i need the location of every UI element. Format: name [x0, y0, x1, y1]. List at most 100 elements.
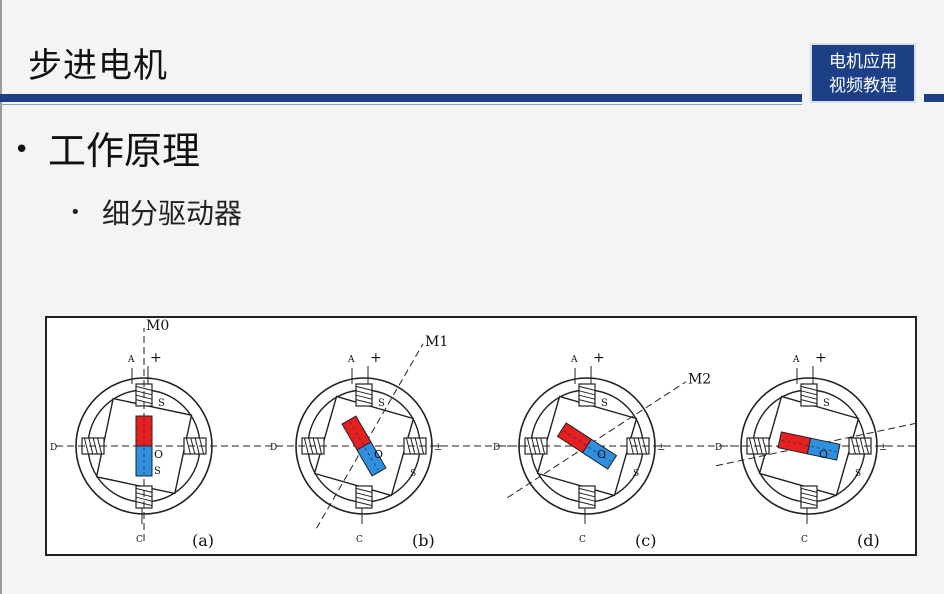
panel-caption: (b): [412, 531, 435, 550]
phase-label-pm: ±: [434, 442, 442, 453]
pole-coil-right-turn: [414, 437, 420, 455]
pole-label-s: S: [378, 398, 385, 409]
pole-coil-left-turn: [83, 437, 89, 455]
pole-coil-left-turn: [526, 437, 532, 455]
phase-label-c: C: [136, 535, 143, 545]
pole-coil-bottom-turn: [578, 496, 596, 502]
pole-coil-left-turn: [317, 437, 323, 455]
rotor-magnet: [556, 422, 618, 470]
magnetic-axis-line: [316, 343, 424, 529]
pole-label-s: S: [823, 398, 830, 409]
magnetic-axis-label: M1: [425, 334, 448, 350]
pole-coil-top-turn: [135, 385, 153, 391]
phase-label-d: D: [493, 443, 500, 453]
phase-label-a: A: [570, 355, 578, 365]
diagram-canvas: A+SDCSOM0N0(a)A+SDCS±OM1N1(b)A+SDCS±OM2N…: [50, 318, 915, 550]
pole-coil-right-turn: [859, 437, 865, 455]
pole-coil-bottom-turn: [355, 487, 373, 493]
stepper-motor-diagram: A+SDCSOM0N0(a)A+SDCS±OM1N1(b)A+SDCS±OM2N…: [45, 316, 917, 556]
panel-caption: (c): [635, 531, 656, 550]
phase-label-c: C: [579, 535, 586, 545]
magnetic-axis-label: M0: [146, 318, 169, 334]
pole-coil-bottom-turn: [800, 487, 818, 493]
pole-coil-bottom-turn: [800, 496, 818, 502]
magnetic-axis-line: [715, 422, 915, 467]
pole-label-s2: S: [633, 469, 639, 479]
pole-coil-top-turn: [578, 394, 596, 400]
motor-panel-1: [56, 328, 309, 541]
rotor-magnet: [341, 415, 387, 477]
phase-label-c: C: [356, 535, 363, 545]
phase-label-a: A: [127, 355, 135, 365]
rotor-center-label: O: [597, 448, 606, 461]
phase-label-plus: +: [370, 350, 382, 366]
pole-label-s: S: [158, 398, 165, 409]
phase-label-plus: +: [815, 350, 827, 366]
rotor-center-label: O: [154, 448, 163, 461]
pole-coil-top-turn: [578, 399, 596, 405]
rotor-center-label: O: [819, 448, 828, 461]
bullet-level-1-text: 工作原理: [48, 129, 201, 173]
panel-caption: (a): [192, 531, 214, 550]
pole-coil-bottom-turn: [355, 496, 373, 502]
pole-coil-top-turn: [355, 385, 373, 391]
bullet-level-1: • 工作原理: [14, 126, 200, 175]
phase-label-pm: ±: [879, 442, 887, 453]
pole-coil-left-turn: [748, 437, 754, 455]
slide-title: 步进电机: [28, 46, 168, 86]
phase-label-a: A: [792, 355, 800, 365]
motor-panel-4: [715, 366, 915, 524]
pole-coil-left-turn: [303, 437, 309, 455]
brand-line-1: 电机应用: [829, 52, 897, 72]
pole-label-s2: S: [410, 469, 416, 479]
magnetic-axis-label: M2: [688, 372, 711, 388]
pole-coil-top-turn: [355, 390, 373, 396]
pole-coil-right-turn: [194, 437, 200, 455]
phase-label-plus: +: [593, 350, 605, 366]
pole-coil-bottom-turn: [355, 501, 373, 507]
pole-label-s: S: [601, 398, 608, 409]
brand-line-2: 视频教程: [829, 76, 897, 96]
pole-coil-top-turn: [355, 399, 373, 405]
bullet-dot-icon: •: [70, 202, 81, 223]
phase-label-pm: ±: [657, 442, 665, 453]
rotor-pole-label: S: [154, 466, 161, 477]
pole-coil-top-turn: [578, 385, 596, 391]
pole-coil-top-turn: [800, 390, 818, 396]
pole-coil-left-turn: [540, 437, 546, 455]
header-bar-tail: [924, 94, 944, 102]
motor-panel-2: [276, 343, 529, 529]
pole-coil-top-turn: [800, 399, 818, 405]
phase-label-d: D: [715, 443, 722, 453]
pole-coil-bottom-turn: [800, 501, 818, 507]
bullet-level-2: • 细分驱动器: [70, 194, 242, 233]
pole-coil-bottom-turn: [355, 492, 373, 498]
rotor-magnet: [135, 415, 153, 477]
pole-coil-left-turn: [97, 437, 103, 455]
panel-caption: (d): [857, 531, 880, 550]
rotor-center-label: O: [374, 448, 383, 461]
slide-left-edge: [0, 0, 2, 594]
pole-coil-top-turn: [800, 385, 818, 391]
pole-coil-top-turn: [578, 390, 596, 396]
motor-panel-3: [499, 366, 752, 524]
pole-label-s2: S: [855, 469, 861, 479]
pole-coil-bottom-turn: [135, 496, 153, 502]
pole-coil-bottom-turn: [800, 492, 818, 498]
pole-coil-top-turn: [355, 394, 373, 400]
header-bar-underline: [0, 104, 802, 105]
bullet-level-2-text: 细分驱动器: [102, 197, 243, 230]
magnetic-axis-line: [507, 381, 687, 499]
pole-coil-bottom-turn: [578, 492, 596, 498]
pole-coil-bottom-turn: [578, 487, 596, 493]
bullet-dot-icon: •: [14, 135, 30, 165]
brand-badge: 电机应用 视频教程: [810, 43, 916, 103]
pole-coil-top-turn: [800, 394, 818, 400]
pole-coil-right-turn: [637, 437, 643, 455]
pole-coil-top-turn: [135, 399, 153, 405]
phase-label-a: A: [347, 355, 355, 365]
phase-label-plus: +: [150, 350, 162, 366]
phase-label-d: D: [50, 443, 57, 453]
rotor-magnet: [777, 431, 841, 461]
header-bar: [0, 94, 802, 102]
